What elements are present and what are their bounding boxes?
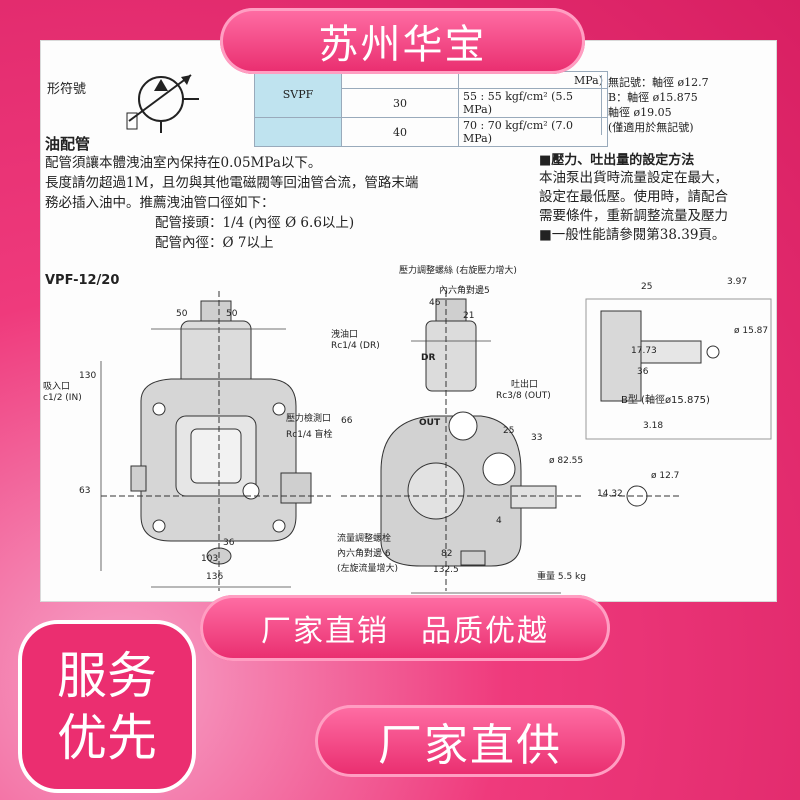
dim-label: ø 15.87 [734, 326, 769, 336]
spec-table: SVPF MPa) 30 55 : 55 kgf/cm² (5.5 MPa) 4… [254, 71, 608, 147]
note-line: 無記號：軸徑 ø12.7 [608, 76, 709, 89]
dim-label: 21 [463, 311, 475, 321]
dim-label: 33 [531, 433, 543, 443]
brand-banner: 苏州华宝 [220, 8, 585, 74]
inlet-port-spec: c1/2 (IN) [43, 393, 82, 403]
symbol-label: 形符號 [47, 82, 87, 97]
dim-label: 130 [79, 371, 97, 381]
outlet-port-label: 吐出口 [511, 380, 539, 390]
dim-label: 50 [176, 309, 188, 319]
dim-label: 46 [429, 298, 441, 308]
piping-line: 配管接頭：1/4 (內徑 Ø 6.6以上) [155, 215, 355, 231]
slogan-banner-middle: 厂家直销 品质优越 [200, 595, 610, 661]
note-line: (僅適用於無記號) [608, 121, 694, 134]
dim-label: 3.97 [727, 277, 748, 287]
model-cell: SVPF [254, 71, 342, 118]
gauge-port-label: 壓力檢測口 [286, 414, 332, 424]
pump-symbol-icon [126, 74, 199, 133]
pressure-heading: ■壓力、吐出量的設定方法 [539, 153, 695, 168]
dim-label: 63 [79, 486, 91, 496]
dim-label: 103 [201, 554, 219, 564]
partial-cell: MPa) [458, 71, 608, 89]
inlet-port-label: 吸入口 [43, 382, 71, 392]
performance-ref: ■一般性能請參閱第38.39頁。 [539, 227, 726, 243]
dim-label: ø 12.7 [651, 471, 680, 481]
dim-label: 132.5 [433, 565, 459, 575]
dim-label: 4 [496, 516, 502, 526]
table-cell: 40 [341, 117, 459, 147]
brand-title: 苏州华宝 [318, 22, 487, 68]
dim-label: 25 [503, 426, 515, 436]
note-line: B：軸徑 ø15.875 [608, 91, 698, 104]
dim-label: 50 [226, 309, 238, 319]
dim-label: ø 82.55 [549, 456, 584, 466]
piping-line: 配管須讓本體洩油室內保持在0.05MPa以下。 [45, 155, 322, 171]
dim-label: 36 [637, 367, 649, 377]
pressure-line: 設定在最低壓。使用時，請配合 [539, 189, 728, 205]
pressure-text: 本油泵出貨時流量設定在最大， 設定在最低壓。使用時，請配合 需要條件，重新調整流… [539, 169, 728, 245]
piping-text: 配管須讓本體洩油室內保持在0.05MPa以下。 長度請勿超過1M，且勿與其他電磁… [45, 153, 418, 253]
table-cell: 30 [341, 88, 459, 118]
weight-label: 重量 5.5 kg [537, 572, 586, 582]
out-mark: OUT [419, 418, 441, 428]
dim-label: 17.73 [631, 346, 657, 356]
pressure-adjust-label: 壓力調整螺絲 (右旋壓力增大) [399, 266, 517, 276]
dim-label: 82 [441, 549, 453, 559]
dim-label: 136 [206, 572, 224, 582]
pressure-line: 需要條件，重新調整流量及壓力 [539, 208, 728, 224]
outlet-port-spec: Rc3/8 (OUT) [496, 391, 551, 401]
table-cell: 55 : 55 kgf/cm² (5.5 MPa) [458, 88, 608, 118]
hex-label: 內六角對邊5 [439, 286, 490, 296]
piping-line: 配管內徑：Ø 7以上 [155, 235, 274, 251]
drain-port-label: 洩油口 [331, 330, 359, 340]
dim-label: 3.18 [643, 421, 664, 431]
piping-line: 長度請勿超過1M，且勿與其他電磁閥等回油管合流，管路末端 [45, 175, 419, 191]
pressure-line: 本油泵出貨時流量設定在最大， [539, 170, 728, 186]
table-cell: 70 : 70 kgf/cm² (7.0 MPa) [458, 117, 608, 147]
dim-label: 66 [341, 416, 353, 426]
dim-label: 14.32 [597, 489, 623, 499]
flow-adjust-label: 流量調整螺栓 [337, 534, 392, 544]
datasheet-card: 形符號 SVPF MPa) 30 55 : 55 kgf/cm² (5.5 MP… [40, 40, 777, 602]
slogan-bottom-text: 厂家直供 [378, 720, 562, 771]
service-badge: 服务 优先 [18, 620, 196, 793]
drain-port-spec: Rc1/4 (DR) [331, 341, 380, 351]
dim-label: 25 [641, 282, 653, 292]
flow-direction-label: (左旋流量增大) [337, 564, 399, 574]
slogan-banner-bottom: 厂家直供 [315, 705, 625, 777]
model-label: VPF-12/20 [45, 273, 120, 288]
dim-label: 36 [223, 538, 235, 548]
piping-heading: 油配管 [45, 135, 91, 153]
slogan-middle-text: 厂家直销 品质优越 [261, 614, 549, 649]
badge-line-2: 优先 [57, 708, 157, 767]
piping-line: 務必插入油中。推薦洩油管口徑如下： [45, 195, 275, 211]
dr-mark: DR [421, 353, 436, 363]
hex-label: 內六角對邊 6 [337, 549, 391, 559]
shaft-notes: 無記號：軸徑 ø12.7 B：軸徑 ø15.875 軸徑 ø19.05 (僅適用… [601, 75, 709, 135]
b-type-label: B型 (軸徑ø15.875) [621, 395, 710, 406]
badge-line-1: 服务 [57, 646, 157, 705]
note-line: 軸徑 ø19.05 [608, 106, 672, 119]
gauge-port-spec: Rc1/4 盲栓 [286, 430, 333, 440]
technical-drawing [100, 291, 772, 594]
